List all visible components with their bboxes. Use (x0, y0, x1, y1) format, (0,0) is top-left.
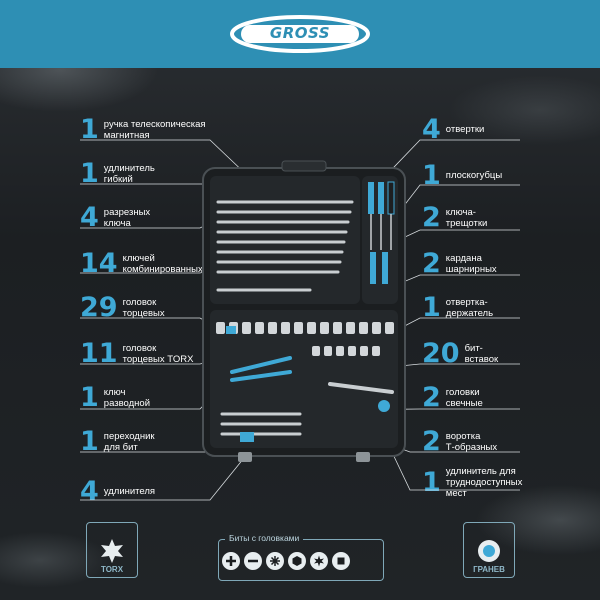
item-count: 1 (422, 467, 441, 498)
item-hard-to-reach-extension: 1 удлинитель для труднодоступных мест (422, 466, 522, 499)
bits-icons (222, 552, 350, 570)
brand-logo: GROSS (229, 14, 371, 54)
header-banner: GROSS (0, 0, 600, 68)
item-label: воротка Т-образных (445, 430, 498, 453)
item-bits: 20 бит- вставок (422, 340, 498, 367)
item-ratchets: 2 ключа- трещотки (422, 204, 487, 231)
item-bit-adapter: 1 переходник для бит (80, 428, 155, 455)
item-count: 20 (422, 338, 460, 369)
plus-bit-icon (222, 552, 240, 570)
item-label: удлинитель для труднодоступных мест (445, 466, 523, 499)
item-count: 29 (80, 292, 118, 323)
item-spark-plug-sockets: 2 головки свечные (422, 384, 483, 411)
item-count: 1 (80, 158, 99, 189)
item-torx-sockets: 11 головок торцевых TORX (80, 340, 194, 367)
torx-badge: TORX (86, 522, 138, 578)
pozi-bit-icon (266, 552, 284, 570)
item-label: удлинитель гибкий (103, 162, 155, 185)
item-count: 14 (80, 248, 118, 279)
item-pliers: 1 плоскогубцы (422, 162, 502, 189)
hex-socket-icon (478, 540, 500, 562)
item-label: удлинителя (103, 486, 156, 497)
item-count: 4 (422, 114, 441, 145)
item-adjustable-wrench: 1 ключ разводной (80, 384, 150, 411)
minus-bit-icon (244, 552, 262, 570)
item-count: 2 (422, 248, 441, 279)
item-count: 1 (80, 382, 99, 413)
item-count: 2 (422, 382, 441, 413)
item-count: 4 (80, 202, 99, 233)
item-count: 1 (422, 292, 441, 323)
item-label: ключа- трещотки (445, 206, 488, 229)
item-label: головки свечные (445, 386, 483, 409)
item-label: бит- вставок (464, 342, 499, 365)
item-split-wrenches: 4 разрезных ключа (80, 204, 150, 231)
item-t-handles: 2 воротка Т-образных (422, 428, 497, 455)
brand-name: GROSS (269, 24, 331, 42)
square-bit-icon (332, 552, 350, 570)
item-label: разрезных ключа (103, 206, 151, 229)
item-count: 1 (422, 160, 441, 191)
torx-icon (101, 539, 123, 563)
item-label: ключ разводной (103, 386, 151, 409)
item-label: головок торцевых (122, 296, 165, 319)
item-extensions: 4 удлинителя (80, 478, 155, 505)
hex-bit-icon (288, 552, 306, 570)
item-label: переходник для бит (103, 430, 155, 453)
item-label: плоскогубцы (445, 170, 503, 181)
item-screwdrivers: 4 отвертки (422, 116, 484, 143)
item-count: 2 (422, 426, 441, 457)
grooved-badge-label: ГРАНЕВ (473, 565, 505, 574)
item-combination-wrenches: 14 ключей комбинированных (80, 250, 203, 277)
item-label: кардана шарнирных (445, 252, 497, 275)
item-label: ключей комбинированных (122, 252, 203, 275)
bits-panel-title: Биты с головками (225, 533, 304, 543)
item-telescopic-handle: 1 ручка телескопическая магнитная (80, 116, 206, 143)
item-count: 4 (80, 476, 99, 507)
torx-badge-label: TORX (100, 565, 124, 574)
item-label: отвертки (445, 124, 485, 135)
item-count: 2 (422, 202, 441, 233)
item-count: 1 (80, 114, 99, 145)
item-flex-extension: 1 удлинитель гибкий (80, 160, 155, 187)
item-sockets: 29 головок торцевых (80, 294, 165, 321)
toolbox-case (202, 160, 406, 462)
item-label: головок торцевых TORX (122, 342, 194, 365)
item-universal-joints: 2 кардана шарнирных (422, 250, 497, 277)
item-count: 1 (80, 426, 99, 457)
torx-bit-icon (310, 552, 328, 570)
item-count: 11 (80, 338, 118, 369)
item-label: отвертка- держатель (445, 296, 494, 319)
grooved-badge: ГРАНЕВ (463, 522, 515, 578)
item-bit-holder: 1 отвертка- держатель (422, 294, 493, 321)
item-label: ручка телескопическая магнитная (103, 118, 206, 141)
